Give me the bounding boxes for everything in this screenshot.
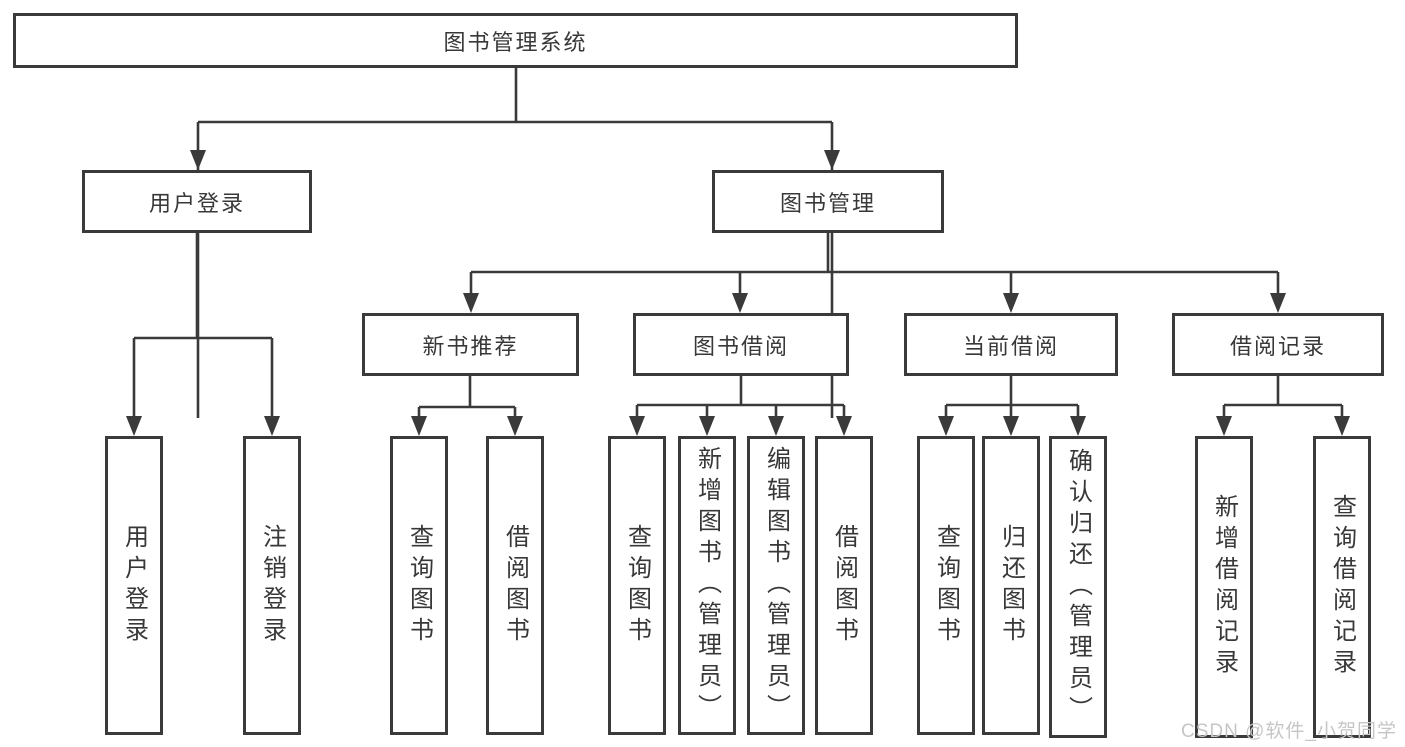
- arrowhead-icons: [126, 150, 1350, 436]
- leaf-query-books-recommend: 查询图书: [390, 436, 448, 735]
- leaf-query-books-borrow: 查询图书: [608, 436, 666, 735]
- leaf-add-book-admin: 新增图书（管理员）: [678, 436, 736, 735]
- leaf-edit-book-admin: 编辑图书（管理员）: [747, 436, 805, 735]
- leaf-user-login: 用户登录: [105, 436, 163, 735]
- node-current-borrow: 当前借阅: [904, 313, 1118, 376]
- leaf-borrow-books-recommend: 借阅图书: [486, 436, 544, 735]
- node-borrow-records: 借阅记录: [1172, 313, 1384, 376]
- csdn-watermark: CSDN @软件_小贺同学: [1181, 721, 1397, 742]
- node-new-book-recommend: 新书推荐: [362, 313, 579, 376]
- leaf-borrow-books: 借阅图书: [815, 436, 873, 735]
- leaf-query-books-current: 查询图书: [917, 436, 975, 735]
- leaf-query-borrow-record: 查询借阅记录: [1313, 436, 1371, 738]
- leaf-logout: 注销登录: [243, 436, 301, 735]
- leaf-return-book: 归还图书: [982, 436, 1040, 735]
- leaf-add-borrow-record: 新增借阅记录: [1195, 436, 1253, 738]
- node-book-management: 图书管理: [712, 170, 944, 233]
- node-book-borrow: 图书借阅: [633, 313, 849, 376]
- leaf-confirm-return-admin: 确认归还（管理员）: [1049, 436, 1107, 738]
- node-library-management-system: 图书管理系统: [13, 13, 1018, 68]
- node-user-login: 用户登录: [82, 170, 312, 233]
